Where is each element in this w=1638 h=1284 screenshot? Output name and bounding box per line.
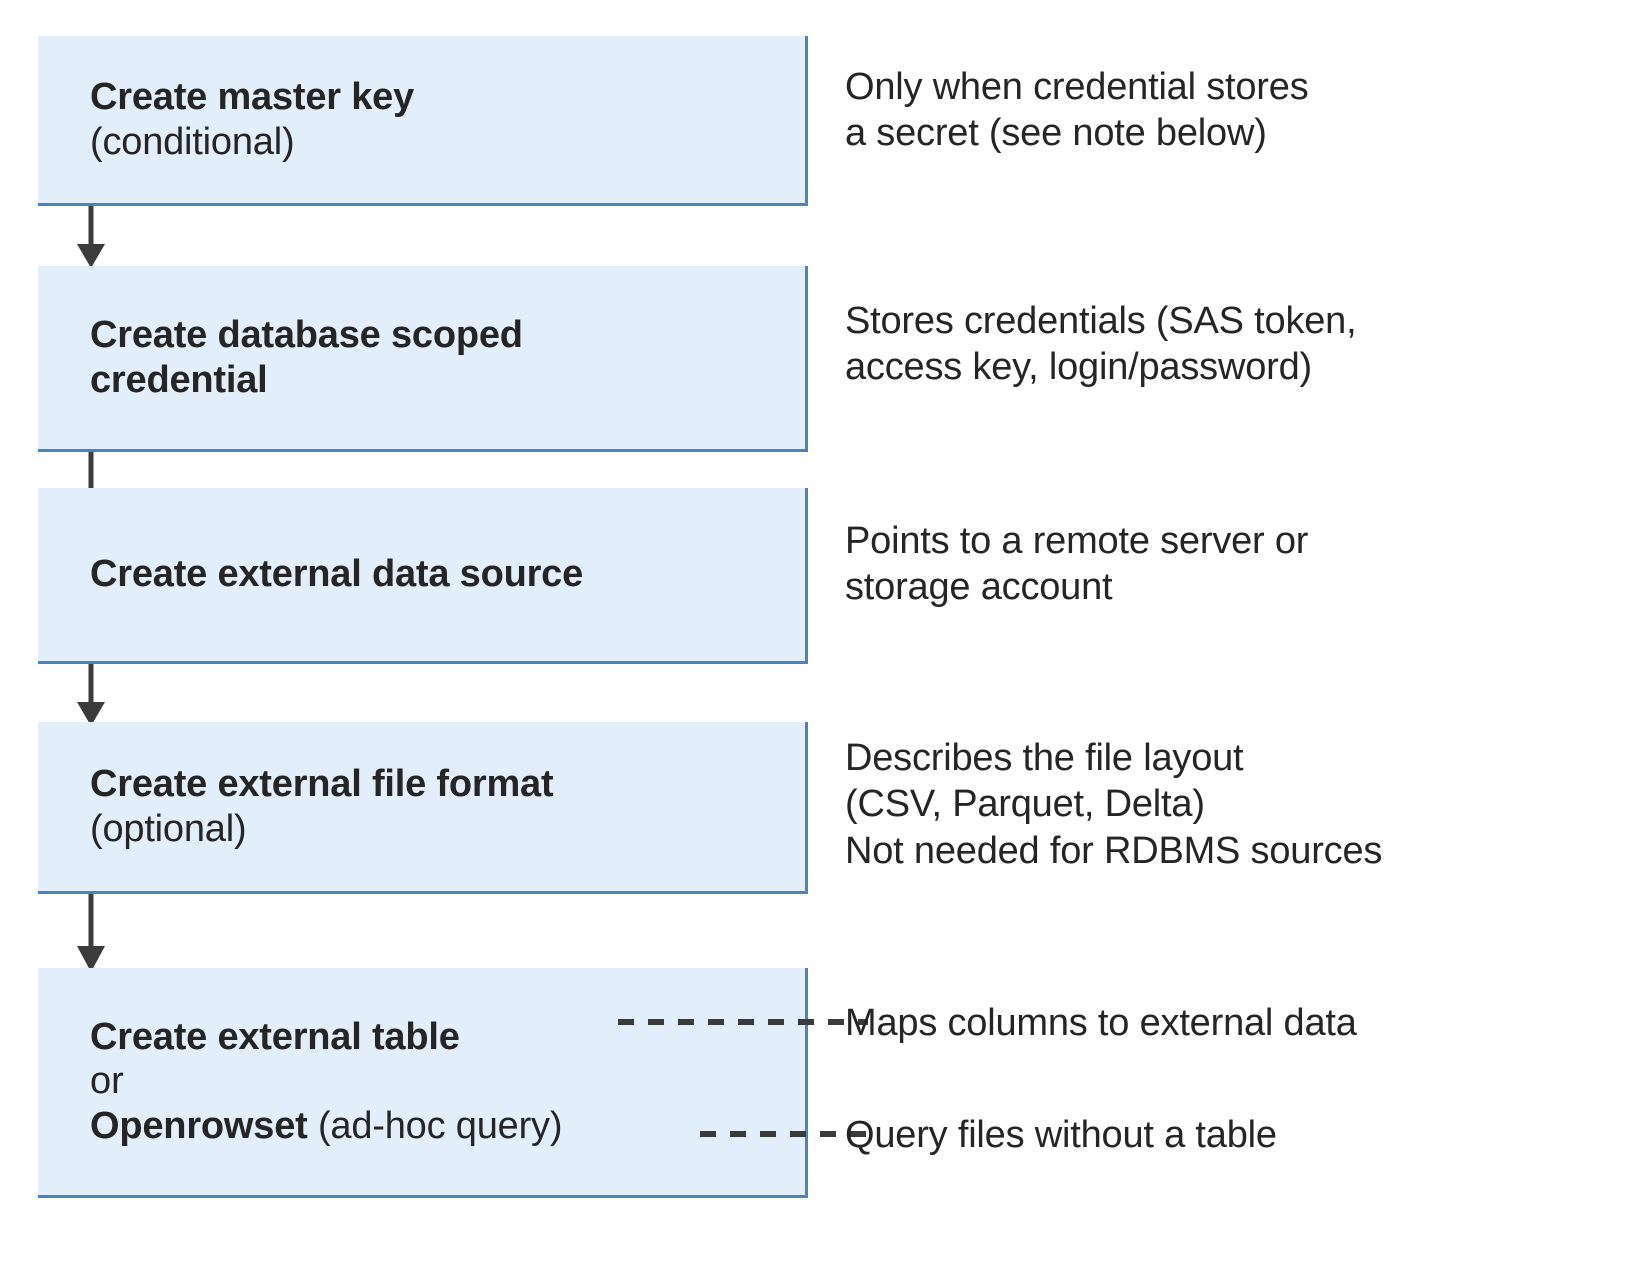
step-title-create-external-file-format: Create external file format [90,763,554,806]
step-box-content: Create external table or Openrowset (ad-… [38,1015,805,1147]
arrow-down-icon-1 [77,206,105,268]
step-box-content: Create master key (conditional) [38,75,805,163]
step-box-create-master-key[interactable]: Create master key (conditional) [38,36,808,206]
arrow-down-icon-3 [77,664,105,726]
note-create-database-scoped-credential: Stores credentials (SAS token, access ke… [845,300,1357,389]
note-create-external-data-source: Points to a remote server or storage acc… [845,520,1309,609]
step-box-create-external-file-format[interactable]: Create external file format (optional) [38,722,808,894]
step-subtitle-conditional: (conditional) [90,120,295,163]
step-box-create-external-table-or-openrowset[interactable]: Create external table or Openrowset (ad-… [38,968,808,1198]
step-box-content: Create external data source [38,552,805,596]
dashed-connector-external-table [618,1019,868,1025]
note-create-master-key: Only when credential stores a secret (se… [845,66,1309,155]
openrowset-suffix: (ad-hoc query) [307,1104,563,1147]
note-create-external-file-format: Describes the file layout (CSV, Parquet,… [845,737,1383,872]
note-create-external-table: Maps columns to external data [845,1002,1357,1044]
step-box-content: Create database scoped credential [38,313,805,401]
dashed-connector-openrowset [700,1131,868,1137]
step-connector-or: or [90,1060,124,1103]
step-title-scoped-credential-line2: credential [90,358,268,401]
step-title-create-master-key: Create master key [90,76,415,119]
step-title-create-external-table: Create external table [90,1016,460,1059]
step-title-scoped-credential-line1: Create database scoped [90,314,523,357]
step-box-create-external-data-source[interactable]: Create external data source [38,488,808,664]
note-openrowset: Query files without a table [845,1114,1277,1156]
step-title-openrowset: Openrowset (ad-hoc query) [90,1104,791,1148]
arrow-down-icon-4 [77,894,105,972]
step-title-create-external-data-source: Create external data source [90,553,584,596]
step-box-content: Create external file format (optional) [38,762,805,850]
step-box-create-database-scoped-credential[interactable]: Create database scoped credential [38,266,808,452]
step-subtitle-optional: (optional) [90,807,247,850]
openrowset-keyword: Openrowset [90,1104,308,1147]
